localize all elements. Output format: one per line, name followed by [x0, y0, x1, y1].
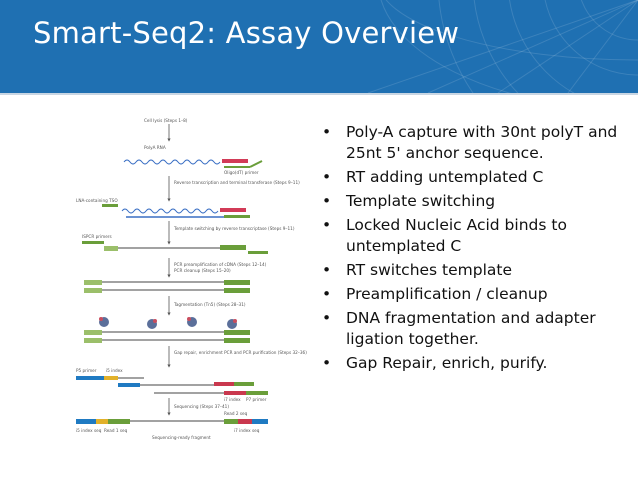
bullet-dot: • — [322, 192, 332, 210]
bullet-dot: • — [322, 285, 332, 303]
header-divider — [0, 93, 638, 95]
header-globe-pattern — [367, 0, 638, 93]
fig-label-ispcr-primers: ISPCR primers — [82, 234, 112, 239]
bullet-item: • Locked Nucleic Acid binds to untemplate… — [322, 215, 622, 257]
tn5-transposome-icons — [99, 317, 237, 329]
fig-step-template-switching: Template switching by reverse transcript… — [173, 226, 295, 231]
fig-step-gap-repair: Gap repair, enrichment PCR and PCR purif… — [174, 350, 307, 355]
fig-label-i5-index: i5 index — [106, 368, 123, 373]
bullet-text: RT adding untemplated C — [346, 168, 544, 186]
bullet-item: • RT switches template — [322, 260, 622, 281]
bullet-dot: • — [322, 261, 332, 279]
bullet-dot: • — [322, 168, 332, 186]
fig-label-p5-primer: P5 primer — [76, 368, 97, 373]
slide-header: Smart-Seq2: Assay Overview — [0, 0, 638, 93]
fig-step-preamp: PCR preamplification of cDNA (Steps 12–1… — [174, 262, 267, 267]
bullet-dot: • — [322, 354, 332, 372]
fig-label-tso: LNA-containing TSO — [76, 198, 118, 203]
bullet-item: • Template switching — [322, 191, 622, 212]
bullet-item: • Preamplification / cleanup — [322, 284, 622, 305]
slide-title: Smart-Seq2: Assay Overview — [33, 16, 460, 50]
bullet-text: DNA fragmentation and adapter ligation t… — [346, 309, 596, 348]
fig-step-cleanup: PCR cleanup (Steps 15–20) — [174, 268, 231, 273]
fig-label-oligo-dt: Oligo(dT) primer — [224, 170, 259, 175]
fig-step-lysis: Cell lysis (Steps 1–8) — [144, 118, 188, 123]
bullet-dot: • — [322, 309, 332, 327]
fig-label-i7-index-seq: i7 index seq — [234, 428, 260, 433]
fig-label-polya-rna: PolyA RNA — [144, 145, 166, 150]
fig-label-read2-seq: Read 2 seq — [224, 411, 248, 416]
fig-step-tagmentation: Tagmentation (Tn5) (Steps 28–31) — [173, 302, 246, 307]
bullet-item: • Gap Repair, enrich, purify. — [322, 353, 622, 374]
fig-label-seq-ready-fragment: Sequencing-ready fragment — [152, 435, 211, 440]
bullet-text: RT switches template — [346, 261, 513, 279]
bullet-item: • RT adding untemplated C — [322, 167, 622, 188]
bullet-item: • DNA fragmentation and adapter ligation … — [322, 308, 622, 350]
bullet-text: Locked Nucleic Acid binds to untemplated… — [346, 216, 567, 255]
fig-label-i7-index: i7 index — [224, 397, 241, 402]
bullet-dot: • — [322, 216, 332, 234]
bullet-text: Poly-A capture with 30nt polyT and 25nt … — [346, 123, 618, 162]
fig-label-i5-index-seq: i5 index seq — [76, 428, 102, 433]
smart-seq2-workflow-figure: Cell lysis (Steps 1–8) PolyA RNA Oligo(d… — [76, 118, 307, 440]
bullet-item: • Poly-A capture with 30nt polyT and 25nt… — [322, 122, 622, 164]
fig-label-read1-seq: Read 1 seq — [104, 428, 128, 433]
bullet-text: Gap Repair, enrich, purify. — [346, 354, 548, 372]
bullet-dot: • — [322, 123, 332, 141]
bullet-list: • Poly-A capture with 30nt polyT and 25nt… — [322, 122, 622, 377]
bullet-text: Preamplification / cleanup — [346, 285, 548, 303]
fig-step-sequencing: Sequencing (Steps 37–41) — [174, 404, 229, 409]
fig-label-p7-primer: P7 primer — [246, 397, 267, 402]
bullet-text: Template switching — [346, 192, 496, 210]
fig-step-rt: Reverse transcription and terminal trans… — [174, 180, 300, 185]
